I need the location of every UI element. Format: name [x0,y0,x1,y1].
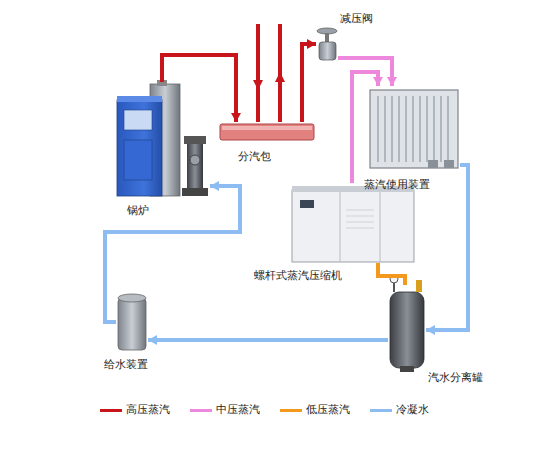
arrow-head [426,325,435,335]
legend-swatch [370,409,392,412]
equipment-box: 分汽包 [220,122,314,142]
legend-text: 冷凝水 [396,403,429,417]
equipment-label: 给水装置 [104,358,148,372]
arrow-head [307,39,316,49]
arrow-head [387,77,397,86]
equipment-box: 锅炉 [115,82,210,198]
legend-swatch [190,409,212,412]
equipment-label: 螺杆式蒸汽压缩机 [254,269,342,283]
pipe-connector [162,55,241,122]
equipment-label: 汽水分离罐 [428,371,483,385]
pipe-connector [105,181,240,322]
equipment-box: 螺杆式蒸汽压缩机 [290,183,416,263]
legend-item: 低压蒸汽 [280,403,350,417]
pipe-line [162,55,236,122]
equipment-label: 分汽包 [238,150,271,164]
equipment-label: 锅炉 [127,204,149,218]
equipment-label: 蒸汽使用装置 [364,178,430,192]
pipe-connector [426,165,468,335]
legend-text: 高压蒸汽 [126,403,170,417]
pipe-connector [148,335,388,345]
legend-swatch [100,409,122,412]
legend-item: 高压蒸汽 [100,403,170,417]
pipe-line [148,338,388,342]
arrow-head [373,77,383,86]
legend-text: 低压蒸汽 [306,403,350,417]
pipe-connector [302,39,316,122]
equipment-label: 减压阀 [340,12,373,26]
pipe-line [426,165,468,330]
legend-text: 中压蒸汽 [216,403,260,417]
arrow-head [210,181,219,191]
pipe-line [105,186,240,322]
equipment-box: 给水装置 [116,292,148,352]
legend-item: 冷凝水 [370,403,429,417]
equipment-box: 减压阀 [316,28,338,64]
arrow-head [148,335,157,345]
legend-swatch [280,409,302,412]
equipment-box: 汽水分离罐 [388,285,426,373]
pipe-connector [352,72,383,183]
legend-item: 中压蒸汽 [190,403,260,417]
pipe-connector [378,263,405,285]
equipment-box: 蒸汽使用装置 [368,86,460,172]
arrow-head [231,113,241,122]
pipe-line [302,44,316,122]
pipe-line [378,263,405,285]
pipe-line [352,72,378,183]
